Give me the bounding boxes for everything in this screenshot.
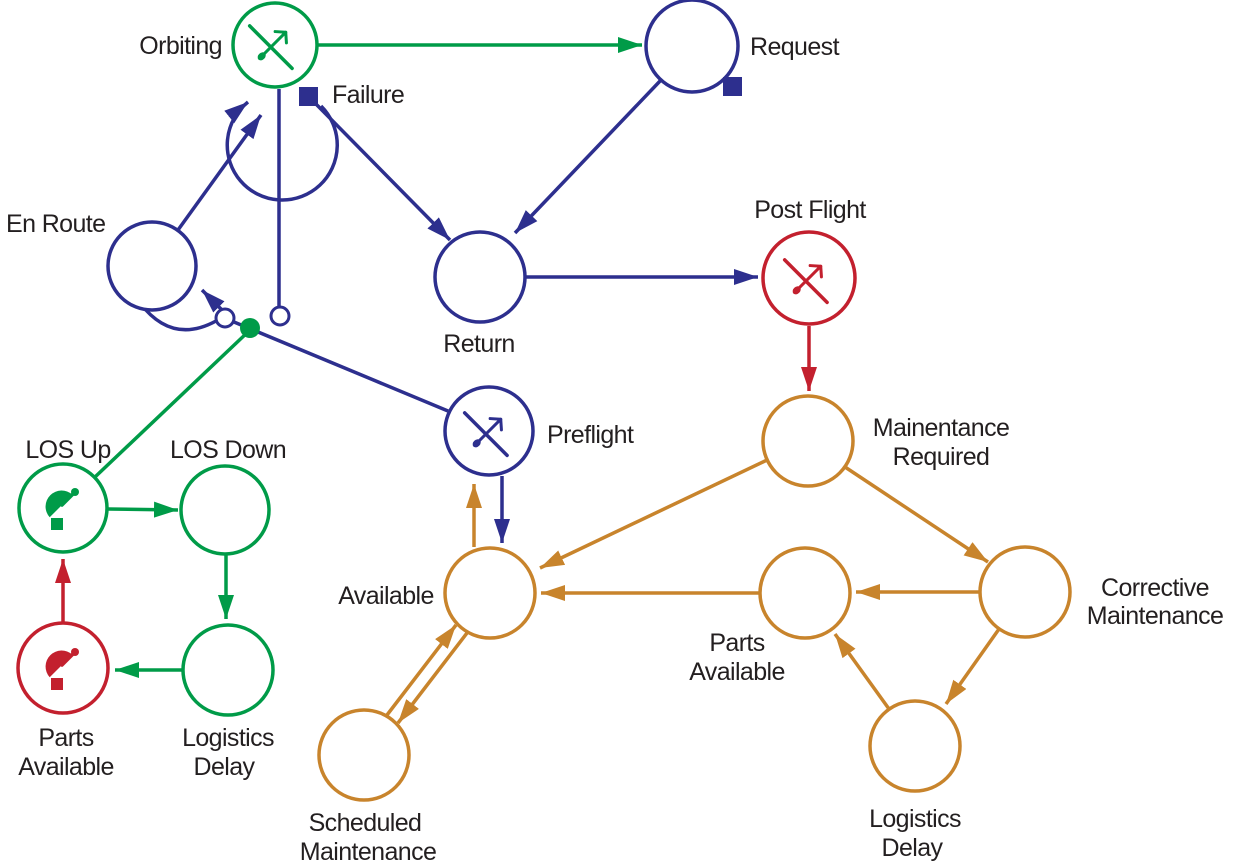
state-parts-available-maint: [758, 546, 852, 640]
state-scheduled-maintenance: [317, 708, 411, 802]
request-square-marker: [723, 77, 742, 96]
label-logistics-delay-maint-2: Delay: [882, 834, 944, 862]
state-logistics-delay-maint: [868, 699, 962, 793]
edge-enroute-to-orbiting: [176, 113, 263, 232]
label-en-route: En Route: [6, 210, 105, 238]
edge-orbiting-self-loop: [224, 100, 339, 202]
state-corrective-maintenance: [978, 545, 1072, 639]
edge-corrective-to-logdelay: [944, 627, 1001, 706]
label-post-flight: Post Flight: [754, 196, 866, 224]
label-logistics-delay-los-2: Delay: [194, 753, 256, 781]
edge-losup-to-losdown: [107, 501, 179, 518]
state-los-down: [179, 464, 271, 556]
state-logistics-delay-los: [181, 623, 275, 717]
label-parts-available-los-2: Available: [18, 753, 114, 781]
state-maintenance-required: [761, 394, 855, 488]
junction-open-circle-right: [269, 305, 291, 327]
label-request: Request: [750, 33, 840, 61]
edge-junction-to-losup: [93, 328, 252, 479]
label-parts-available-maint-1: Parts: [709, 629, 764, 657]
junction-green-dot: [240, 318, 260, 338]
edge-request-to-return: [513, 78, 663, 235]
edge-maintreq-to-available: [539, 458, 768, 570]
failure-square-marker: [299, 87, 318, 106]
edge-available-to-schedmaint: [396, 631, 469, 725]
edge-logdelay-to-parts: [833, 632, 891, 711]
edge-failure-to-return: [312, 100, 452, 242]
edge-preflight-to-enroute: [200, 288, 449, 413]
state-available: [443, 546, 537, 640]
state-parts-available-los: [16, 621, 110, 715]
label-parts-available-los-1: Parts: [38, 724, 93, 752]
state-en-route: [106, 220, 198, 312]
label-maintenance-required-2: Required: [893, 443, 990, 471]
label-scheduled-maintenance-1: Scheduled: [309, 809, 422, 837]
label-available: Available: [338, 582, 434, 610]
label-maintenance-required-1: Mainentance: [873, 414, 1010, 442]
label-corrective-maintenance-2: Maintenance: [1087, 602, 1224, 630]
label-logistics-delay-los-1: Logistics: [182, 724, 274, 752]
state-return: [433, 230, 527, 324]
label-return: Return: [443, 330, 514, 358]
state-request: [644, 0, 740, 94]
label-failure: Failure: [332, 81, 404, 109]
edge-schedmaint-to-available: [385, 623, 458, 717]
label-scheduled-maintenance-2: Maintenance: [300, 838, 437, 866]
label-orbiting: Orbiting: [139, 32, 222, 60]
state-los-up: [17, 462, 109, 554]
label-parts-available-maint-2: Available: [689, 658, 785, 686]
label-corrective-maintenance-1: Corrective: [1101, 574, 1209, 602]
label-los-down: LOS Down: [170, 436, 286, 464]
edge-maintreq-to-corrective: [844, 465, 989, 564]
label-preflight: Preflight: [547, 421, 634, 449]
junction-open-circle-left: [214, 307, 236, 329]
label-los-up: LOS Up: [25, 436, 110, 464]
label-logistics-delay-maint-1: Logistics: [869, 805, 961, 833]
